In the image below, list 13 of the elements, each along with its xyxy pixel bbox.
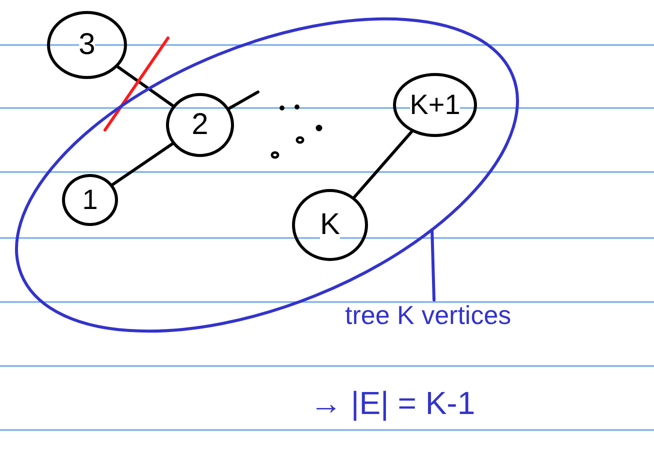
vertex-label: K bbox=[320, 210, 340, 240]
tree-edge bbox=[228, 90, 260, 110]
vertex-circle bbox=[47, 11, 127, 79]
tree-edge bbox=[116, 65, 174, 108]
vertex-circle bbox=[393, 73, 477, 137]
leader-line bbox=[430, 228, 436, 302]
vertex-circle bbox=[62, 174, 118, 226]
edge-count-formula: → |E| = K-1 bbox=[310, 385, 476, 422]
vertex-circle bbox=[292, 189, 368, 261]
tree-edge bbox=[352, 130, 414, 199]
vertex-circle bbox=[166, 93, 234, 157]
handwritten-note: tree K vertices bbox=[345, 300, 512, 331]
tree-edge bbox=[111, 142, 174, 186]
